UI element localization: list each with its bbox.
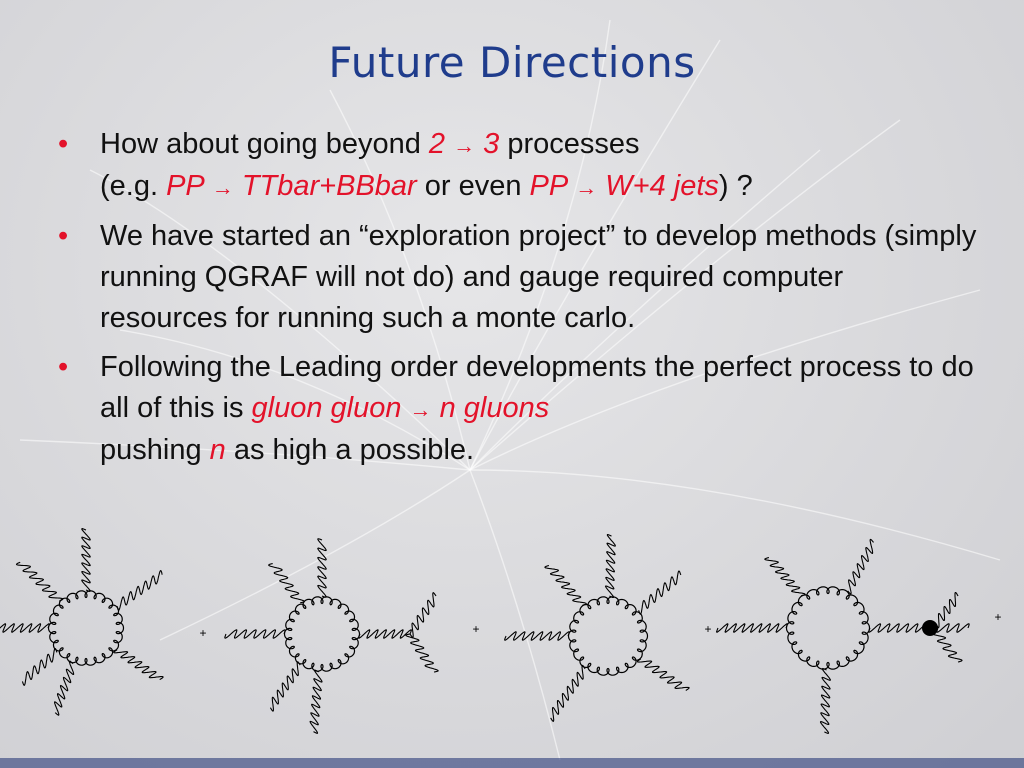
gluon-line	[113, 649, 164, 681]
gluon-loop	[567, 596, 649, 676]
gluon-line	[81, 528, 91, 592]
gluon-line	[269, 661, 301, 712]
arrow-icon: →	[453, 133, 476, 158]
gluon-line	[224, 629, 286, 639]
gluon-line	[936, 623, 970, 633]
gluon-line	[604, 534, 616, 599]
gluon-line	[358, 629, 412, 639]
bullet-item: • How about going beyond 2 → 3 processes…	[58, 124, 978, 208]
gluon-line	[405, 633, 439, 673]
plus-sign: +	[199, 626, 206, 640]
feynman-diagrams: + + + +	[0, 528, 1002, 734]
gluon-line	[0, 623, 50, 633]
gluon-loop	[47, 590, 125, 666]
arrow-icon: →	[575, 175, 598, 200]
gluon-loop	[283, 596, 361, 672]
gluon-line	[21, 647, 58, 686]
gluon-line	[309, 669, 323, 734]
gluon-line	[54, 660, 75, 716]
gluon-line	[544, 564, 587, 606]
gluon-line	[868, 623, 928, 633]
gluon-line	[716, 623, 788, 633]
gluon-line	[550, 664, 586, 722]
gluon-line	[636, 658, 690, 691]
arrow-icon: →	[211, 175, 234, 200]
bullet-marker: •	[58, 351, 69, 383]
gluon-line	[638, 570, 682, 615]
gluon-line	[935, 591, 959, 629]
bullet-text: We have started an “exploration project”…	[100, 220, 977, 334]
bullet-line: How about going beyond 2 → 3 processes	[100, 128, 640, 160]
bullet-list: • How about going beyond 2 → 3 processes…	[58, 124, 978, 479]
gluon-line	[409, 592, 437, 638]
bullet-marker: •	[58, 128, 69, 160]
gluon-loop	[785, 586, 871, 670]
gluon-line	[764, 556, 806, 597]
slide-title: Future Directions	[328, 38, 696, 87]
plus-sign: +	[994, 610, 1001, 624]
gluon-line	[317, 538, 327, 598]
gluon-line	[15, 561, 64, 602]
gluon-line	[504, 631, 570, 641]
gluon-line	[847, 538, 874, 595]
bullet-marker: •	[58, 220, 69, 252]
bullet-item: • Following the Leading order developmen…	[58, 347, 978, 471]
arrow-icon: →	[409, 397, 432, 422]
gluon-line	[819, 667, 831, 734]
gluon-line	[268, 563, 305, 604]
vertex-blob	[922, 620, 938, 636]
plus-sign: +	[472, 622, 479, 636]
bullet-item: • We have started an “exploration projec…	[58, 216, 978, 339]
plus-sign: +	[704, 622, 711, 636]
gluon-line	[931, 631, 963, 663]
bullet-line: (e.g. PP → TTbar+BBbar or even PP → W+4 …	[100, 170, 753, 202]
gluon-line	[116, 569, 163, 611]
